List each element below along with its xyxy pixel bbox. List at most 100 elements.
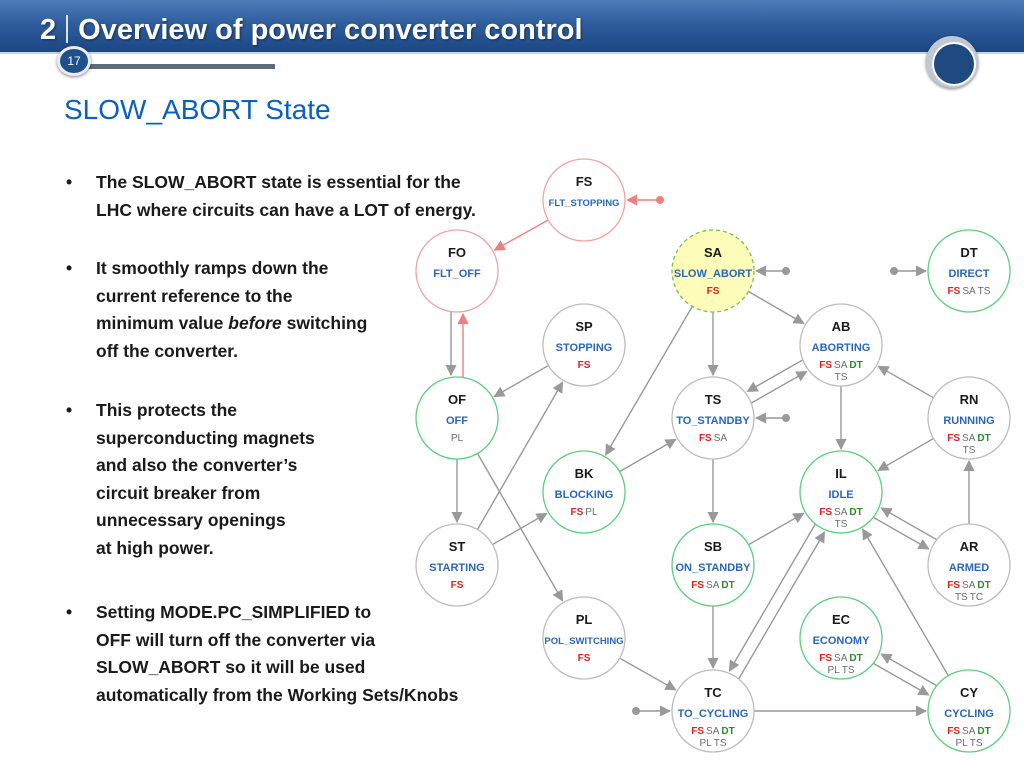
state-label: TO_CYCLING bbox=[678, 708, 749, 720]
state-allowed-transitions: FS bbox=[578, 360, 591, 371]
bullet-4-line-3: SLOW_ABORT so it will be used bbox=[96, 657, 366, 677]
transition-token: SA bbox=[704, 580, 720, 591]
transition-token: PL bbox=[583, 507, 598, 518]
state-circle bbox=[927, 669, 1011, 753]
transition-token: TS bbox=[712, 738, 727, 749]
slide-title: SLOW_ABORT State bbox=[64, 94, 331, 125]
state-label: SLOW_ABORT bbox=[674, 268, 753, 280]
transition-sa-to-bk bbox=[605, 306, 693, 456]
transition-fs-to-fo bbox=[493, 219, 549, 251]
transition-st-to-sp bbox=[476, 381, 564, 530]
bullet-2: • It smoothly ramps down the current ref… bbox=[66, 255, 367, 365]
transition-token: TS bbox=[968, 738, 983, 749]
state-label: FLT_STOPPING bbox=[549, 198, 620, 209]
state-allowed-transitions: FS SA DT bbox=[947, 433, 990, 444]
page-header-text: Overview of power converter control bbox=[78, 14, 583, 46]
transition-token: PL bbox=[451, 433, 464, 444]
state-nodes: FSFLT_STOPPINGFOFLT_OFFSASLOW_ABORTFSDTD… bbox=[415, 158, 1011, 753]
transition-token: FS bbox=[691, 726, 704, 737]
state-allowed-transitions: FS SA DT bbox=[947, 580, 990, 591]
state-allowed-transitions: PL TS bbox=[955, 738, 982, 749]
state-circle bbox=[542, 158, 626, 242]
state-allowed-transitions: FS SA DT bbox=[947, 726, 990, 737]
bullet-dot: • bbox=[66, 400, 73, 420]
state-circle bbox=[671, 229, 755, 313]
bullet-dot: • bbox=[66, 258, 73, 278]
state-label: STARTING bbox=[429, 562, 484, 574]
state-code: EC bbox=[832, 612, 851, 627]
state-allowed-transitions: FS SA bbox=[699, 433, 727, 444]
external-input-dot bbox=[656, 196, 664, 204]
transition-rn-to-il bbox=[877, 437, 934, 472]
state-circle bbox=[927, 229, 1011, 313]
transition-token: TS bbox=[835, 519, 848, 530]
header-bar bbox=[0, 0, 1024, 54]
state-allowed-transitions: FS SA DT bbox=[691, 580, 734, 591]
state-code: SB bbox=[704, 539, 722, 554]
state-label: OFF bbox=[446, 415, 468, 427]
state-label: BLOCKING bbox=[555, 489, 614, 501]
state-allowed-transitions: FS SA DT bbox=[819, 360, 862, 371]
state-label: ECONOMY bbox=[813, 635, 871, 647]
transition-rn-to-ab bbox=[877, 365, 934, 399]
section-number: 2 bbox=[40, 14, 57, 46]
state-allowed-transitions: FS PL bbox=[570, 507, 597, 518]
transition-token: FS bbox=[947, 726, 960, 737]
state-circle bbox=[542, 450, 626, 534]
state-allowed-transitions: PL bbox=[451, 433, 464, 444]
transition-il-to-ar bbox=[873, 516, 930, 550]
transition-token: PL bbox=[699, 738, 712, 749]
transition-token: DT bbox=[847, 653, 862, 664]
bullet-4-line-2: OFF will turn off the converter via bbox=[96, 629, 376, 650]
state-circle bbox=[799, 596, 883, 680]
transition-token: DT bbox=[975, 726, 990, 737]
state-allowed-transitions: FS bbox=[451, 580, 464, 591]
state-label: RUNNING bbox=[943, 415, 994, 427]
state-label: POL_SWITCHING bbox=[544, 636, 623, 647]
state-code: IL bbox=[835, 466, 847, 481]
transition-cy-to-il bbox=[862, 528, 949, 676]
state-code: PL bbox=[576, 612, 593, 627]
transition-token: SA bbox=[960, 580, 976, 591]
transition-token: SA bbox=[704, 726, 720, 737]
transition-token: TS bbox=[976, 286, 991, 297]
transition-token: FS bbox=[578, 360, 591, 371]
state-allowed-transitions: FS SA DT bbox=[691, 726, 734, 737]
transition-token: TC bbox=[968, 592, 983, 603]
transition-ar-to-il bbox=[880, 507, 937, 541]
transition-ec-to-cy bbox=[873, 662, 930, 696]
transition-token: PL bbox=[827, 665, 840, 676]
transition-token: FS bbox=[707, 286, 720, 297]
transition-token: FS bbox=[947, 580, 960, 591]
external-input-dot bbox=[632, 707, 640, 715]
state-circle bbox=[542, 303, 626, 387]
bullet-3-line-2: superconducting magnets bbox=[96, 427, 315, 448]
header-title: 2 Overview of power converter control bbox=[40, 14, 583, 48]
bullet-2-line-3: minimum value before switching bbox=[96, 310, 367, 338]
state-circle bbox=[799, 450, 883, 534]
state-allowed-transitions: PL TS bbox=[827, 665, 854, 676]
transition-sb-to-il bbox=[748, 512, 805, 546]
bullet-2-line-4: off the converter. bbox=[96, 340, 238, 361]
transition-token: FS bbox=[819, 507, 832, 518]
state-circle bbox=[415, 376, 499, 460]
state-allowed-transitions: TS bbox=[835, 519, 848, 530]
